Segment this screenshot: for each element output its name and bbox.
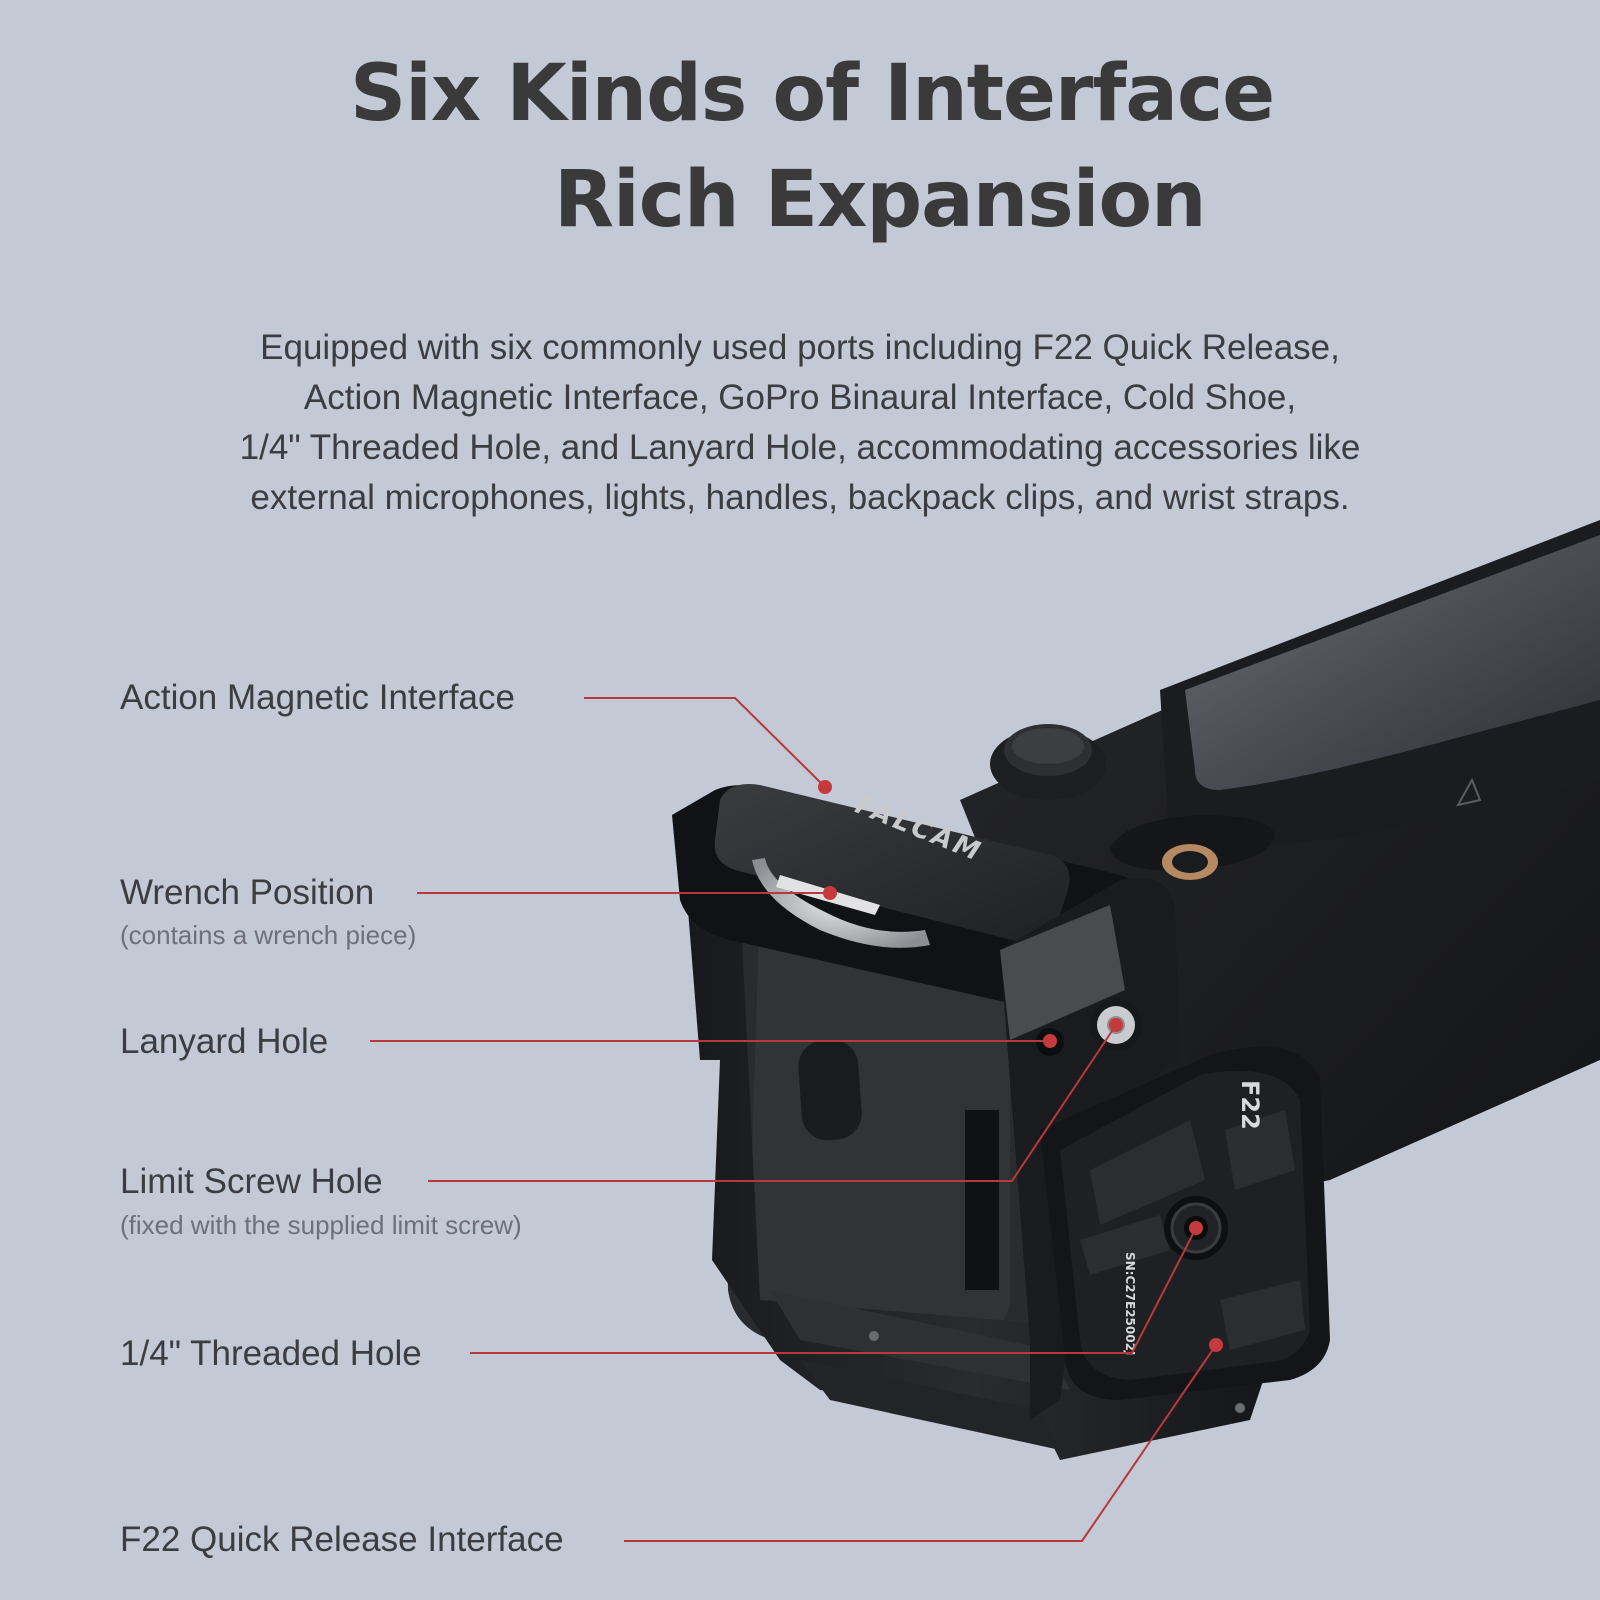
callout-wrench-position: Wrench Position xyxy=(120,873,375,912)
title-line-2: Rich Expansion xyxy=(554,155,1207,245)
leader-dot xyxy=(1043,1034,1057,1048)
callout-threaded-hole: 1/4" Threaded Hole xyxy=(120,1334,422,1373)
camera-module xyxy=(720,877,1030,1350)
leader-line xyxy=(584,697,826,788)
callout-lanyard-hole: Lanyard Hole xyxy=(120,1022,329,1061)
description-line: Equipped with six commonly used ports in… xyxy=(260,328,1340,367)
leader-line xyxy=(624,1344,1217,1542)
leader-dots xyxy=(818,780,1223,1352)
leader-dot xyxy=(1209,1338,1223,1352)
title-line-1: Six Kinds of Interface xyxy=(350,49,1275,139)
camera-screen xyxy=(1185,535,1600,790)
description-line: external microphones, lights, handles, b… xyxy=(250,478,1350,517)
callout-wrench-position-note: (contains a wrench piece) xyxy=(120,920,417,950)
callout-limit-screw-hole-note: (fixed with the supplied limit screw) xyxy=(120,1210,522,1240)
plate-mark: F22 xyxy=(1236,1080,1264,1130)
joystick-icon xyxy=(990,724,1106,800)
callout-action-magnetic-interface: Action Magnetic Interface xyxy=(120,678,515,717)
callout-f22-quick-release: F22 Quick Release Interface xyxy=(120,1520,564,1559)
f22-quick-release-plate: F22 SN:C27E25002J xyxy=(1040,1046,1330,1400)
triangle-mark-icon xyxy=(1456,777,1482,807)
serial-mark: SN:C27E25002J xyxy=(1123,1252,1137,1355)
description-line: 1/4" Threaded Hole, and Lanyard Hole, ac… xyxy=(239,428,1361,467)
description-line: Action Magnetic Interface, GoPro Binaura… xyxy=(303,378,1297,417)
leader-dot xyxy=(823,886,837,900)
leader-line xyxy=(470,1227,1197,1354)
leader-line xyxy=(428,1024,1117,1182)
cage-frame xyxy=(680,810,1270,1460)
callout-limit-screw-hole: Limit Screw Hole xyxy=(120,1162,383,1201)
leader-dot xyxy=(1189,1221,1203,1235)
leader-lines xyxy=(370,697,1217,1542)
leader-dot xyxy=(1109,1018,1123,1032)
record-button-icon xyxy=(1110,815,1275,880)
usb-port-icon xyxy=(798,1039,862,1141)
leader-dot xyxy=(818,780,832,794)
description: Equipped with six commonly used ports in… xyxy=(0,323,1600,523)
